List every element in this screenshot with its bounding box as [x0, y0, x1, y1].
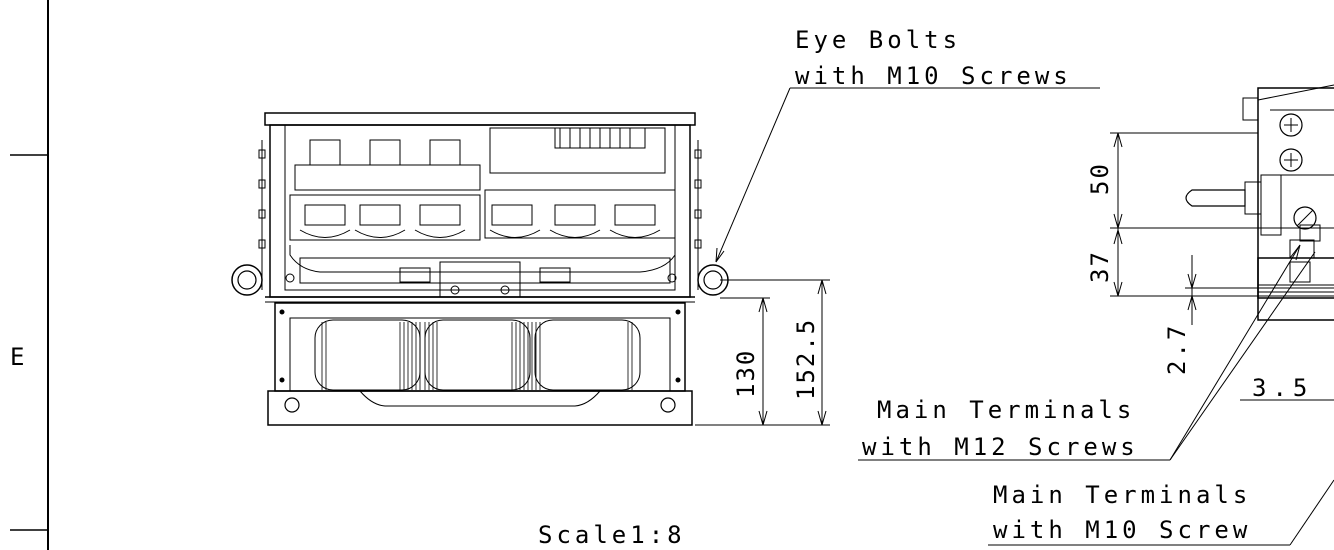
zone-letter: E	[10, 343, 24, 371]
dim-3-5: 3.5	[1252, 374, 1313, 402]
eye-bolts-label-line1: Eye Bolts	[795, 26, 961, 54]
side-dimension-lines	[1110, 132, 1334, 401]
main-terminals-m10-line1: Main Terminals	[993, 481, 1251, 509]
dim-50: 50	[1086, 162, 1114, 195]
side-view	[1185, 84, 1334, 321]
dim-130: 130	[732, 349, 760, 398]
scale-label: Scale1:8	[538, 521, 686, 549]
eye-bolts-label-line2: with M10 Screws	[795, 62, 1072, 90]
main-terminals-m12-line1: Main Terminals	[877, 396, 1135, 424]
dim-37: 37	[1086, 250, 1114, 283]
eye-bolts-leader	[715, 87, 1100, 263]
main-terminals-m10-line2: with M10 Screw	[993, 516, 1251, 544]
dim-2-7: 2.7	[1163, 323, 1191, 375]
main-terminals-leaders	[858, 244, 1334, 546]
front-dimension-lines	[695, 279, 830, 426]
front-view	[231, 112, 729, 426]
dim-152-5: 152.5	[792, 318, 820, 400]
drawing-border	[10, 0, 49, 550]
main-terminals-m12-line2: with M12 Screws	[862, 433, 1139, 461]
